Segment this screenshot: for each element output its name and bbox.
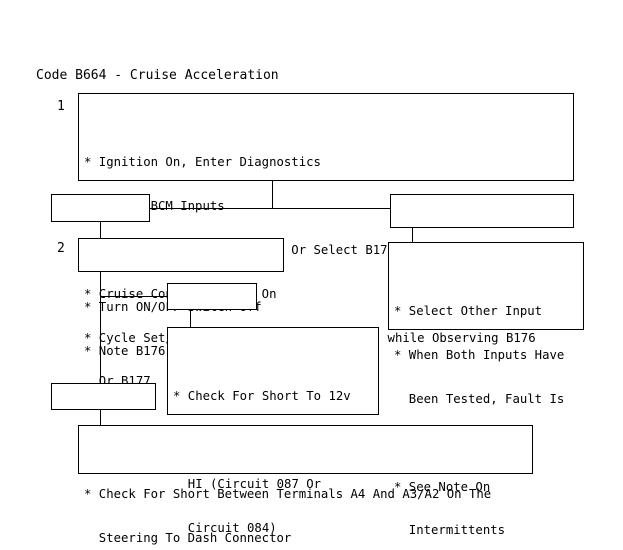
connector-switcheslo-to-bottom: [100, 410, 101, 425]
box-remains-hi-1: Remains HI: [51, 194, 176, 256]
step1-line-1: * Ignition On, Enter Diagnostics: [84, 155, 321, 170]
connector-left-spine: [100, 272, 101, 385]
check-terminals-line-1: * Check For Short Between Terminals A4 A…: [84, 487, 492, 502]
box-check-terminals: * Check For Short Between Terminals A4 A…: [78, 425, 533, 545]
connector-remainshi1-to-step2: [100, 222, 101, 239]
check-12v-line-3: HI (Circuit 087 Or: [173, 476, 322, 491]
check-terminals-line-2: Steering To Dash Connector: [84, 531, 292, 546]
connector-remainshi2-to-check12v: [190, 310, 191, 327]
select-other-line-3: Been Tested, Fault Is: [394, 391, 565, 406]
connector-branch-bar: [150, 208, 390, 209]
box-switches-lo-to-hi: Switches LO To HI when Pressed: [390, 194, 574, 314]
select-other-line-5: * See Note On: [394, 479, 491, 494]
check-12v-line-1: * Check For Short To 12v: [173, 389, 351, 404]
box-select-other-input: * Select Other Input * When Both Inputs …: [388, 242, 584, 537]
step-number-1: 1: [57, 99, 65, 114]
box-remains-hi-2: Remains HI: [167, 283, 292, 345]
step-number-2: 2: [57, 241, 65, 256]
box-check-short-12v: * Check For Short To 12v In Circuit(s) R…: [167, 327, 379, 535]
connector-switcheslohi-to-selectother: [412, 228, 413, 242]
select-other-line-6: Intermittents: [394, 523, 506, 538]
select-other-line-1: * Select Other Input: [394, 304, 543, 319]
box-switches-lo: Switches LO: [51, 383, 184, 445]
diagram-title: Code B664 - Cruise Acceleration: [36, 68, 279, 83]
connector-spine-to-remainshi2: [100, 296, 168, 297]
select-other-line-2: * When Both Inputs Have: [394, 348, 565, 363]
box-step2: * Turn ON/OFF Switch Off * Note B176 Or …: [78, 238, 284, 358]
check-12v-line-4: Circuit 084): [173, 520, 277, 535]
box-step1: * Ignition On, Enter Diagnostics * Selec…: [78, 93, 574, 388]
connector-step1-to-branch: [272, 181, 273, 209]
